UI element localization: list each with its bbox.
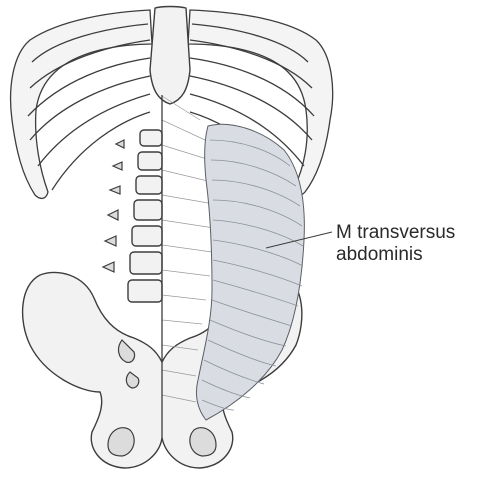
- transversus-abdominis-muscle: [196, 124, 304, 420]
- muscle-label-line-1: M transversus: [336, 222, 455, 244]
- muscle-label-line-2: abdominis: [336, 244, 423, 266]
- spine: [103, 130, 162, 302]
